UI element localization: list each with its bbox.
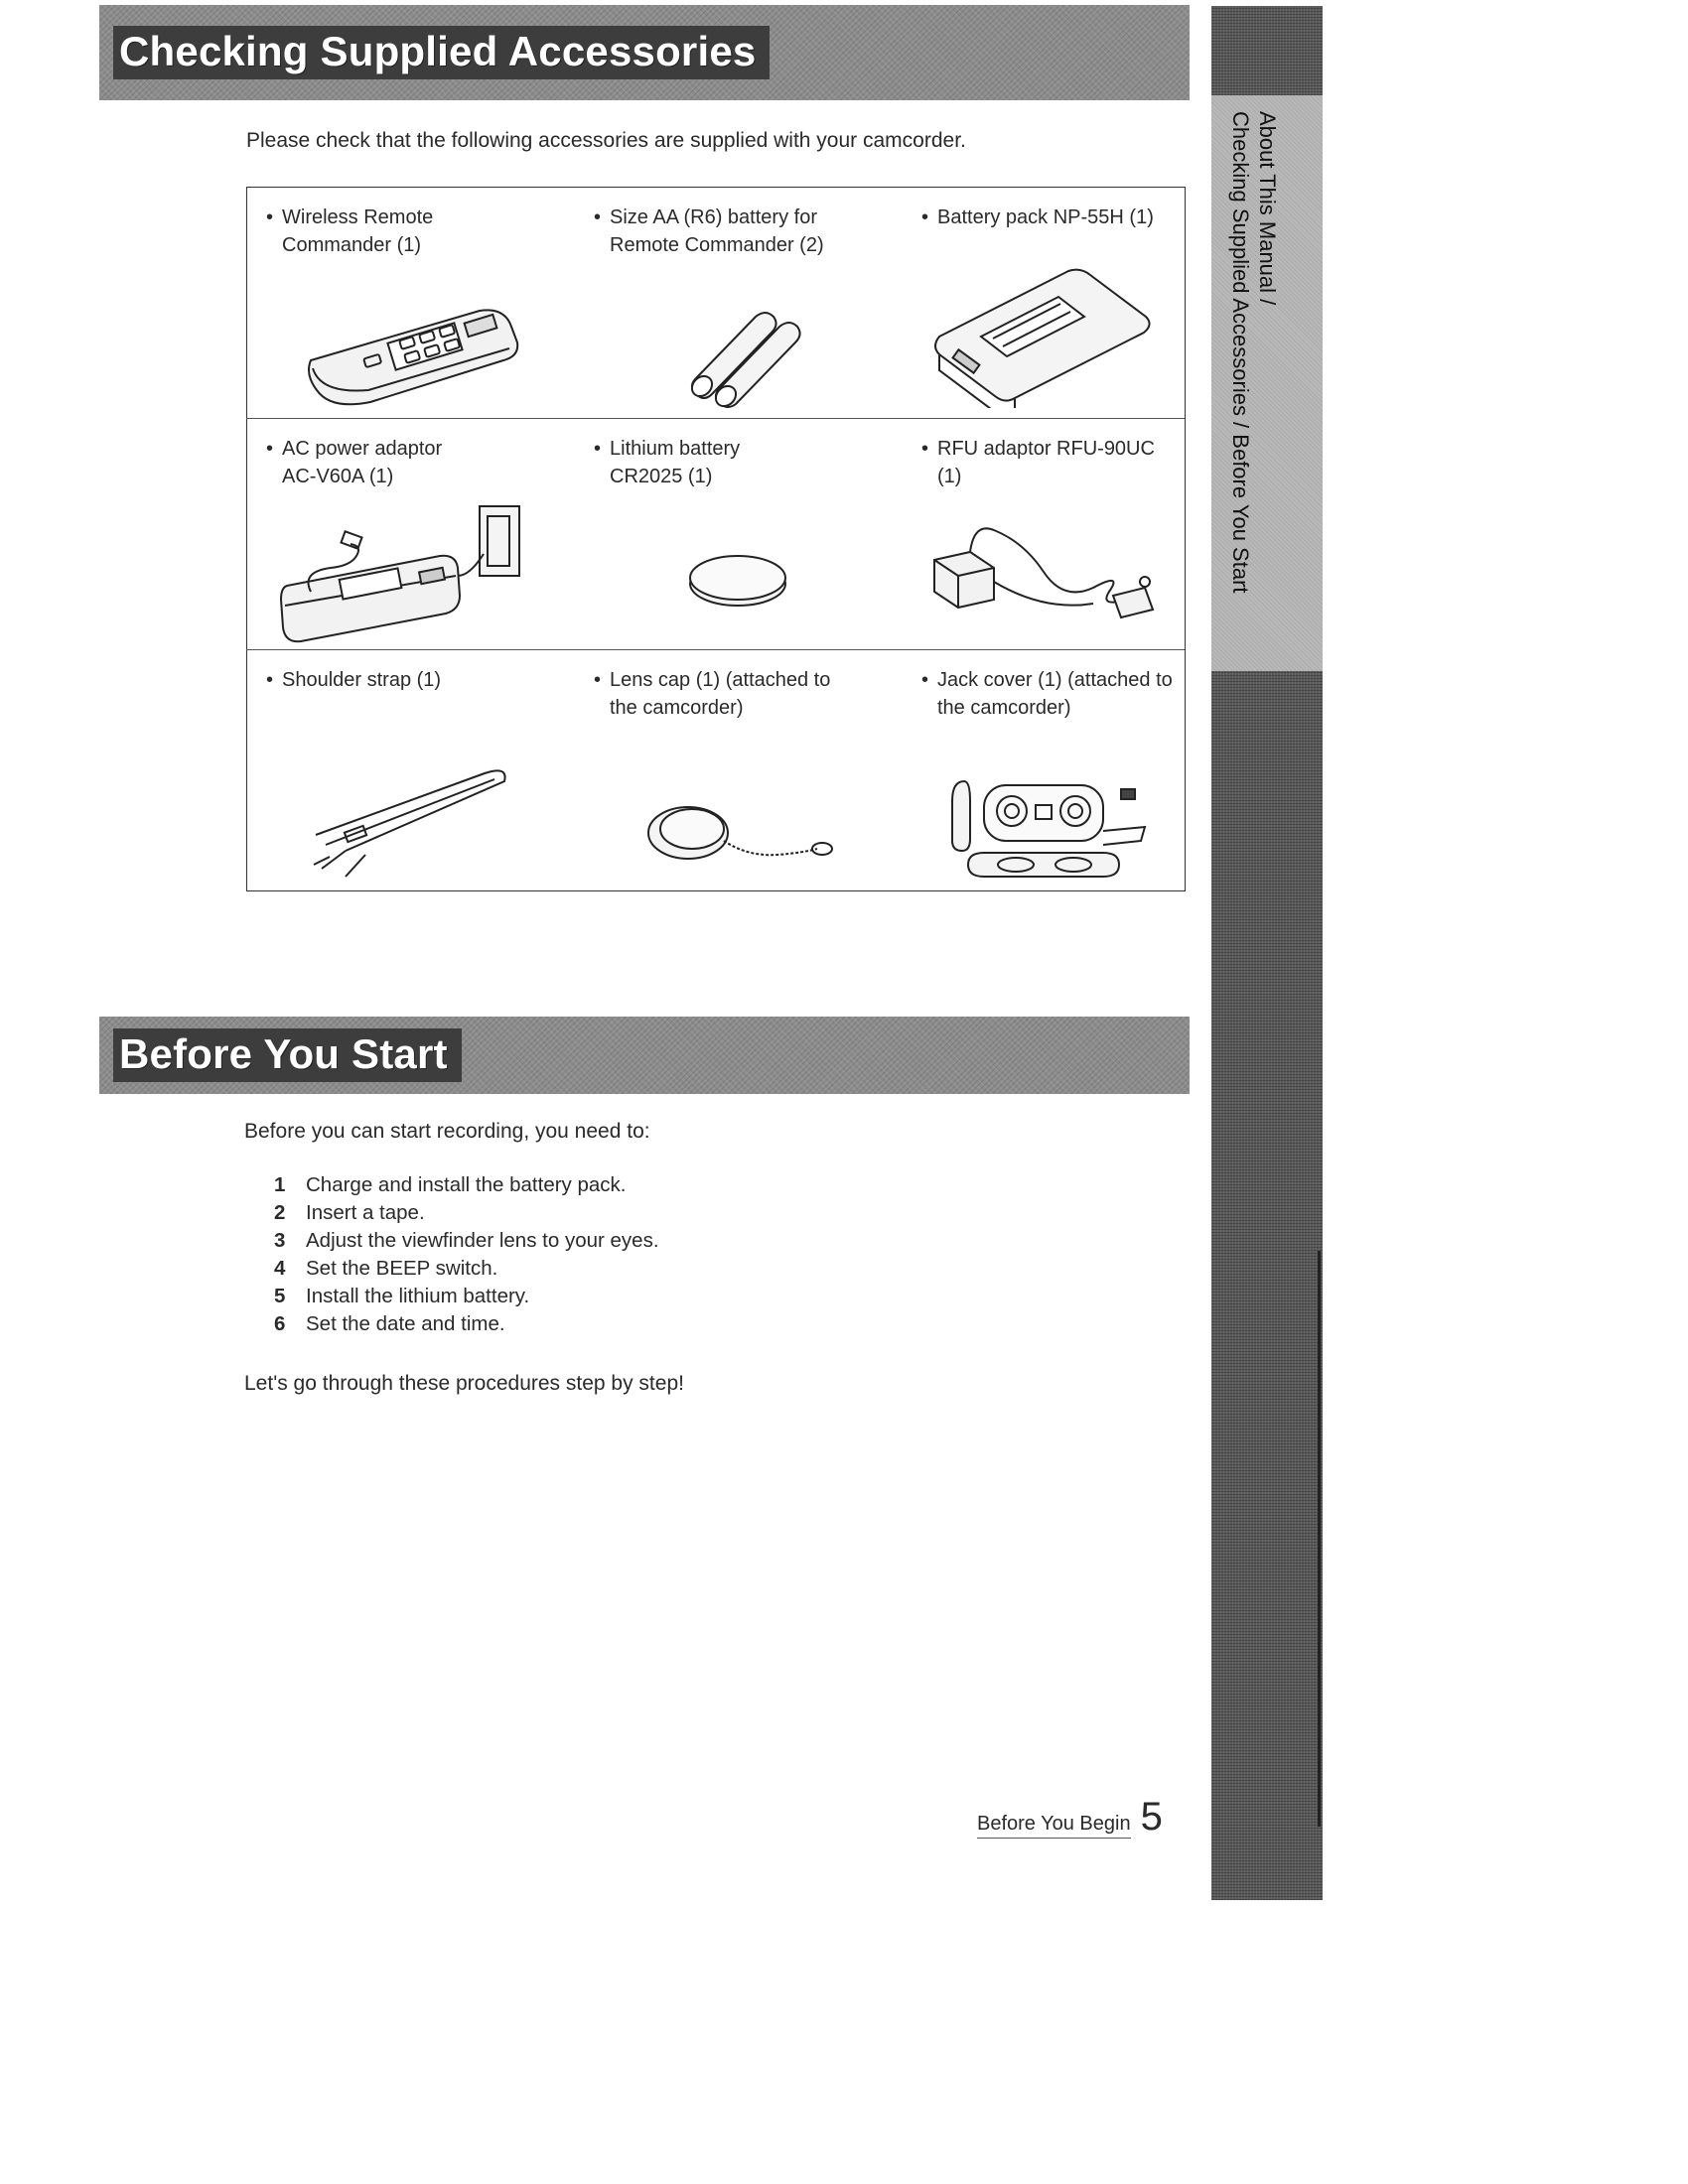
step-number: 1: [274, 1173, 286, 1196]
accessory-cell-battery-pack: Battery pack NP-55H (1): [902, 188, 1185, 418]
accessory-label-2: the camcorder): [937, 697, 1071, 719]
step-number: 6: [274, 1312, 286, 1335]
accessory-label: Size AA (R6) battery for: [584, 204, 890, 231]
step-item: 3 Adjust the viewfinder lens to your eyes…: [274, 1227, 659, 1255]
accessory-cell-lens-cap: Lens cap (1) (attached to the camcorder): [574, 649, 902, 890]
side-tab-line-2: Checking Supplied Accessories / Before Y…: [1228, 111, 1253, 594]
step-text: Install the lithium battery.: [306, 1285, 530, 1307]
accessory-cell-remote: Wireless Remote Commander (1): [246, 188, 574, 418]
accessory-cell-rfu-adaptor: RFU adaptor RFU-90UC (1): [902, 418, 1185, 649]
accessory-label: AC power adaptor: [256, 435, 562, 463]
side-tab-text: About This Manual / Checking Supplied Ac…: [1227, 111, 1281, 594]
accessory-label: Lens cap (1) (attached to: [584, 666, 890, 694]
ac-adaptor-icon: [279, 505, 520, 643]
accessory-label: Shoulder strap (1): [256, 666, 562, 694]
step-item: 1 Charge and install the battery pack.: [274, 1171, 659, 1199]
side-tab: About This Manual / Checking Supplied Ac…: [1211, 6, 1323, 1900]
rfu-adaptor-icon: [932, 527, 1154, 619]
accessory-label: Jack cover (1) (attached to: [912, 666, 1173, 694]
step-text: Charge and install the battery pack.: [306, 1173, 627, 1196]
side-tab-highlight: [1211, 95, 1323, 671]
lens-cap-icon: [647, 806, 833, 860]
accessory-cell-ac-adaptor: AC power adaptor AC-V60A (1): [246, 418, 574, 649]
accessory-cell-lithium-battery: Lithium battery CR2025 (1): [574, 418, 902, 649]
accessories-table: Wireless Remote Commander (1): [246, 187, 1186, 891]
step-number: 2: [274, 1201, 286, 1224]
accessory-label-2: the camcorder): [610, 697, 744, 719]
accessory-label: Battery pack NP-55H (1): [912, 204, 1173, 231]
page-footer: Before You Begin 5: [977, 1795, 1163, 1840]
before-you-start-intro: Before you can start recording, you need…: [244, 1120, 650, 1143]
section-title-before-you-start: Before You Start: [113, 1028, 462, 1082]
step-text: Insert a tape.: [306, 1201, 425, 1224]
accessory-cell-jack-cover: Jack cover (1) (attached to the camcorde…: [902, 649, 1185, 890]
page-number: 5: [1140, 1795, 1163, 1839]
margin-rule: [1318, 1251, 1321, 1827]
lithium-battery-icon: [689, 555, 786, 607]
aa-batteries-icon: [690, 312, 801, 408]
step-text: Set the BEEP switch.: [306, 1257, 498, 1280]
accessories-intro: Please check that the following accessor…: [246, 129, 966, 152]
closing-text: Let's go through these procedures step b…: [244, 1372, 684, 1395]
accessory-label: Wireless Remote: [256, 204, 562, 231]
section-title-accessories: Checking Supplied Accessories: [113, 26, 771, 79]
step-item: 2 Insert a tape.: [274, 1199, 659, 1227]
jack-cover-icon: [950, 779, 1146, 878]
battery-pack-icon: [933, 268, 1150, 408]
step-number: 5: [274, 1285, 286, 1307]
section-banner-accessories: Checking Supplied Accessories: [99, 5, 1190, 100]
accessory-label: RFU adaptor RFU-90UC (1): [912, 435, 1173, 490]
step-number: 4: [274, 1257, 286, 1280]
accessory-cell-shoulder-strap: Shoulder strap (1): [246, 649, 574, 890]
footer-section-name: Before You Begin: [977, 1813, 1131, 1839]
accessory-label-2: Commander (1): [282, 234, 422, 256]
step-text: Set the date and time.: [306, 1312, 505, 1335]
shoulder-strap-icon: [313, 769, 506, 878]
accessory-label-2: CR2025 (1): [610, 466, 713, 487]
step-text: Adjust the viewfinder lens to your eyes.: [306, 1229, 659, 1252]
accessory-cell-aa-batteries: Size AA (R6) battery for Remote Commande…: [574, 188, 902, 418]
step-item: 5 Install the lithium battery.: [274, 1283, 659, 1310]
step-item: 4 Set the BEEP switch.: [274, 1255, 659, 1283]
remote-commander-icon: [308, 309, 519, 406]
section-banner-before-you-start: Before You Start: [99, 1017, 1190, 1094]
accessory-label-2: AC-V60A (1): [282, 466, 394, 487]
accessory-label: Lithium battery: [584, 435, 890, 463]
step-number: 3: [274, 1229, 286, 1252]
step-item: 6 Set the date and time.: [274, 1310, 659, 1338]
side-tab-line-1: About This Manual /: [1255, 111, 1280, 306]
accessory-label-2: Remote Commander (2): [610, 234, 824, 256]
